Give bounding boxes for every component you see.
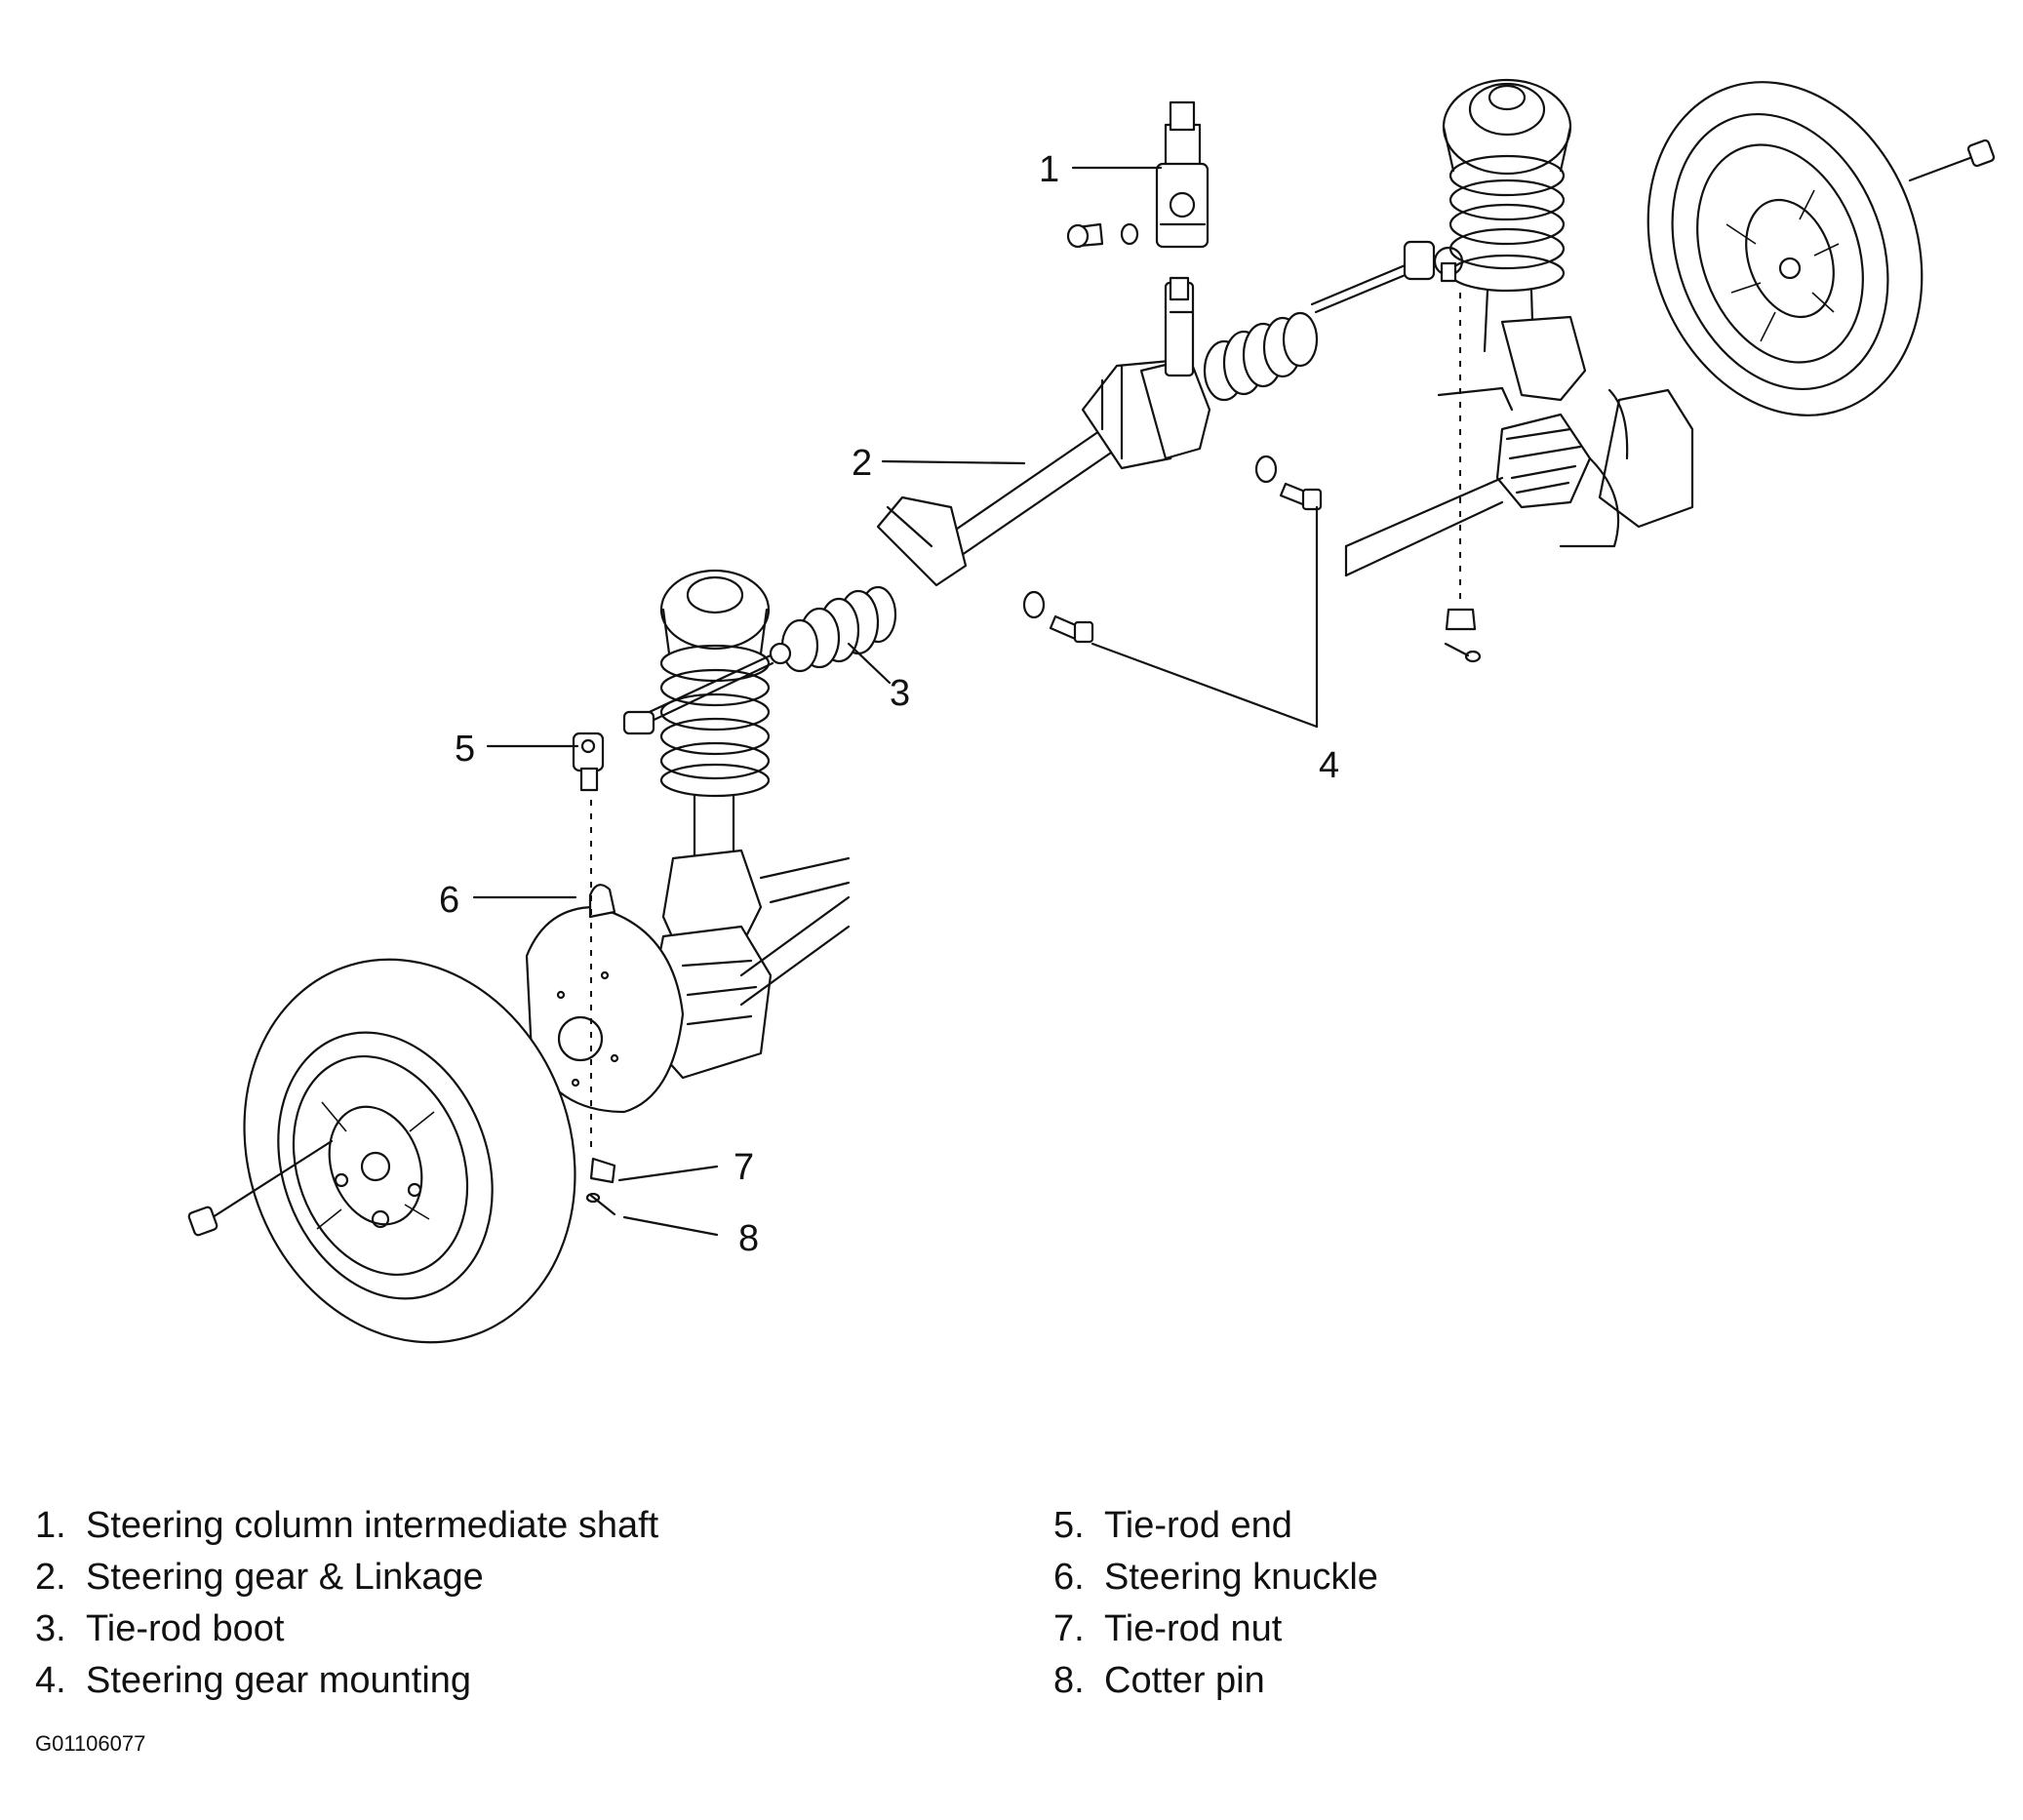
intermediate-shaft: [1066, 100, 1210, 249]
callout-5: 5: [455, 729, 475, 770]
callout-7: 7: [734, 1147, 754, 1188]
callout-3: 3: [890, 673, 910, 714]
legend-item-2: 2.Steering gear & Linkage: [35, 1557, 484, 1598]
callout-6: 6: [439, 880, 459, 921]
legend-item-5: 5.Tie-rod end: [1053, 1505, 1292, 1546]
left-steering-knuckle: [525, 884, 685, 1114]
legend-column-left: 1.Steering column intermediate shaft 2.S…: [35, 1500, 658, 1707]
left-tie-rod-end: [572, 732, 616, 1216]
callout-2: 2: [852, 443, 872, 484]
legend-item-3: 3.Tie-rod boot: [35, 1608, 285, 1649]
steering-rack: [769, 276, 1319, 673]
legend-item-6: 6.Steering knuckle: [1053, 1557, 1378, 1598]
callout-lines: [472, 166, 1319, 1237]
callout-1: 1: [1039, 149, 1059, 190]
legend-item-1: 1.Steering column intermediate shaft: [35, 1505, 659, 1546]
right-strut-assembly: [1344, 78, 1694, 577]
legend-item-4: 4.Steering gear mounting: [35, 1660, 472, 1701]
legend-item-7: 7.Tie-rod nut: [1053, 1608, 1283, 1649]
parts-legend: 1.Steering column intermediate shaft 2.S…: [35, 1500, 1986, 1701]
figure-code: G01106077: [35, 1731, 146, 1756]
gear-mounting-bolts: [1022, 455, 1323, 644]
callout-4: 4: [1319, 745, 1339, 786]
left-wheel: [187, 958, 576, 1344]
right-tie-rod-end: [1310, 240, 1482, 663]
legend-item-8: 8.Cotter pin: [1053, 1660, 1265, 1701]
legend-column-right: 5.Tie-rod end 6.Steering knuckle 7.Tie-r…: [1053, 1500, 1378, 1707]
steering-assembly-diagram: 1 2 3 4 5 6 7 8: [187, 78, 1996, 1344]
callout-8: 8: [738, 1218, 759, 1259]
right-wheel: [1646, 81, 1996, 416]
